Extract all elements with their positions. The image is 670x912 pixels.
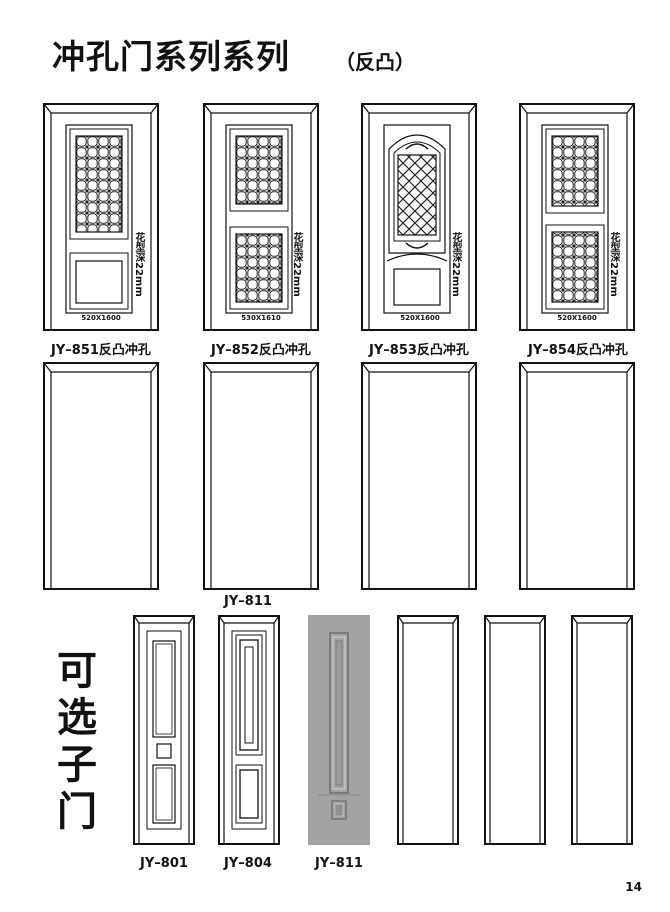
plain-door-3: [361, 362, 477, 590]
door-depth-note: 花型深22mm: [291, 232, 302, 297]
plain-door-label: JY–811: [224, 594, 272, 609]
door-model-label: JY–853反凸冲孔: [369, 343, 469, 358]
door-jy-851: [43, 103, 159, 331]
sub-door-title: 可 选 子 门: [52, 648, 102, 836]
door-size: 520X1600: [400, 314, 440, 322]
page-number: 14: [625, 880, 642, 894]
door-depth-note: 花型深22mm: [450, 232, 461, 297]
page-title: 冲孔门系列系列: [52, 37, 290, 76]
sub-door-plain-3: [571, 615, 633, 845]
sub-door-label: JY–804: [224, 856, 272, 871]
sub-door-jy-801: [133, 615, 195, 845]
door-model-label: JY–851反凸冲孔: [51, 343, 151, 358]
door-model-label: JY–854反凸冲孔: [528, 343, 628, 358]
door-model-label: JY–852反凸冲孔: [211, 343, 311, 358]
door-depth-note: 花型深22mm: [133, 232, 144, 297]
sub-door-jy-811: [308, 615, 370, 845]
door-size: 520X1600: [557, 314, 597, 322]
door-size: 520X1600: [81, 314, 121, 322]
sub-door-title-char: 门: [57, 789, 97, 835]
sub-door-label: JY–811: [315, 856, 363, 871]
sub-door-jy-804: [218, 615, 280, 845]
door-jy-853: [361, 103, 477, 331]
door-jy-854: [519, 103, 635, 331]
sub-door-title-char: 子: [57, 742, 97, 788]
plain-door-4: [519, 362, 635, 590]
sub-door-plain-1: [397, 615, 459, 845]
door-jy-852: [203, 103, 319, 331]
plain-door-1: [43, 362, 159, 590]
sub-door-title-char: 选: [57, 695, 97, 741]
page-subtitle: （反凸）: [335, 50, 415, 74]
sub-door-plain-2: [484, 615, 546, 845]
door-depth-note: 花型深22mm: [608, 232, 619, 297]
sub-door-title-char: 可: [57, 648, 97, 694]
door-size: 530X1610: [241, 314, 281, 322]
plain-door-2: [203, 362, 319, 590]
sub-door-label: JY–801: [140, 856, 188, 871]
